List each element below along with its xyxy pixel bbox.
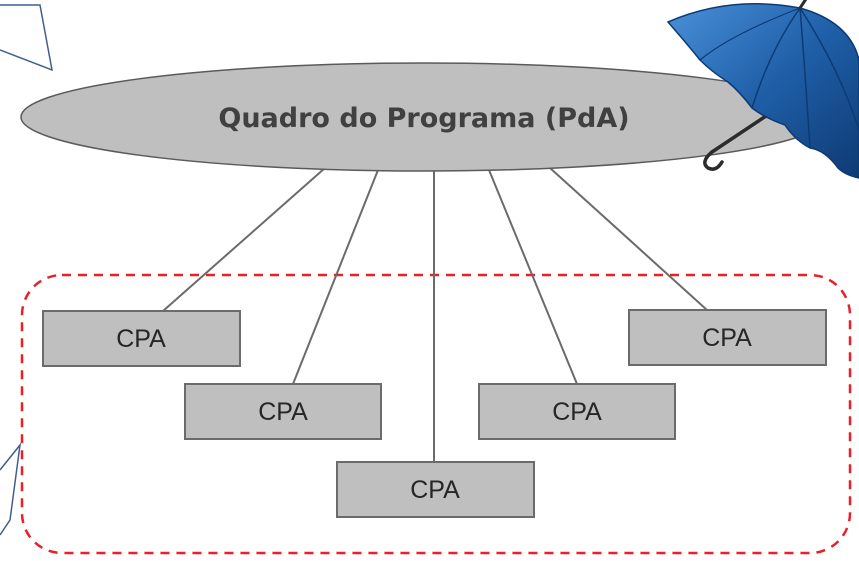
cpa-box-label: CPA [258,398,308,426]
cpa-box-5: CPA [628,309,827,366]
umbrella-icon [666,0,859,179]
cpa-box-label: CPA [116,325,166,353]
cpa-box-2: CPA [184,383,382,440]
program-board-label: Quadro do Programa (PdA) [218,103,629,134]
connector-2 [292,169,379,385]
connector-4 [488,169,578,385]
callout-top-left [0,4,53,72]
cpa-box-1: CPA [42,310,241,367]
cpa-box-label: CPA [552,398,602,426]
cpa-box-label: CPA [702,324,752,352]
callout-bottom-left [0,442,22,536]
connectors [162,167,708,462]
cpa-box-4: CPA [478,383,676,440]
cpa-box-label: CPA [410,476,460,504]
connector-5 [549,167,708,311]
connector-1 [162,167,326,312]
cpa-box-3: CPA [336,461,535,518]
cpa-group-border [20,273,852,555]
